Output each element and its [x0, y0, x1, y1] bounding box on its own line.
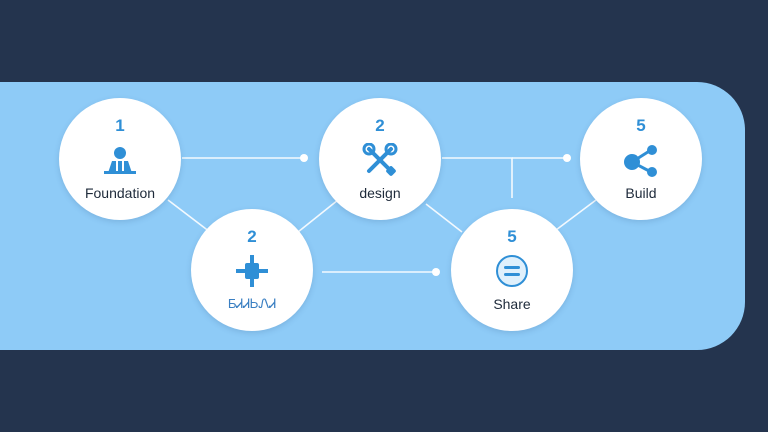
share-nodes-icon: [621, 142, 661, 178]
node-number: 1: [115, 116, 125, 135]
edge-design-build: [442, 157, 513, 198]
node-share[interactable]: 5 Share: [451, 209, 573, 331]
node-foundation[interactable]: 1 Foundation: [59, 98, 181, 220]
equals-icon: [492, 253, 532, 289]
node-label: Foundation: [84, 185, 156, 201]
node-number: 2: [375, 116, 385, 135]
edge-dot-build: [563, 154, 571, 162]
edge-dot-share: [432, 268, 440, 276]
node-label: Build: [625, 185, 657, 201]
edge-step2b-design: [297, 199, 339, 233]
edge-dot-design: [300, 154, 308, 162]
node-number: 5: [636, 116, 646, 135]
node-label: Share: [493, 296, 531, 312]
tools-icon: [360, 142, 400, 178]
connector-cross-icon: [232, 253, 272, 289]
edge-foundation-step2b: [167, 199, 211, 233]
node-design[interactable]: 2 design: [319, 98, 441, 220]
edge-design-share: [425, 203, 463, 233]
node-label: design: [359, 185, 401, 201]
person-podium-icon: [100, 142, 140, 178]
node-number: 5: [507, 227, 517, 246]
node-label: ƂᏗᏗᏏᏁᏗ: [227, 296, 277, 311]
edge-share-build: [555, 199, 597, 231]
node-build[interactable]: 5 Build: [580, 98, 702, 220]
node-step-2b[interactable]: 2 ƂᏗᏗᏏᏁᏗ: [191, 209, 313, 331]
node-number: 2: [247, 227, 257, 246]
